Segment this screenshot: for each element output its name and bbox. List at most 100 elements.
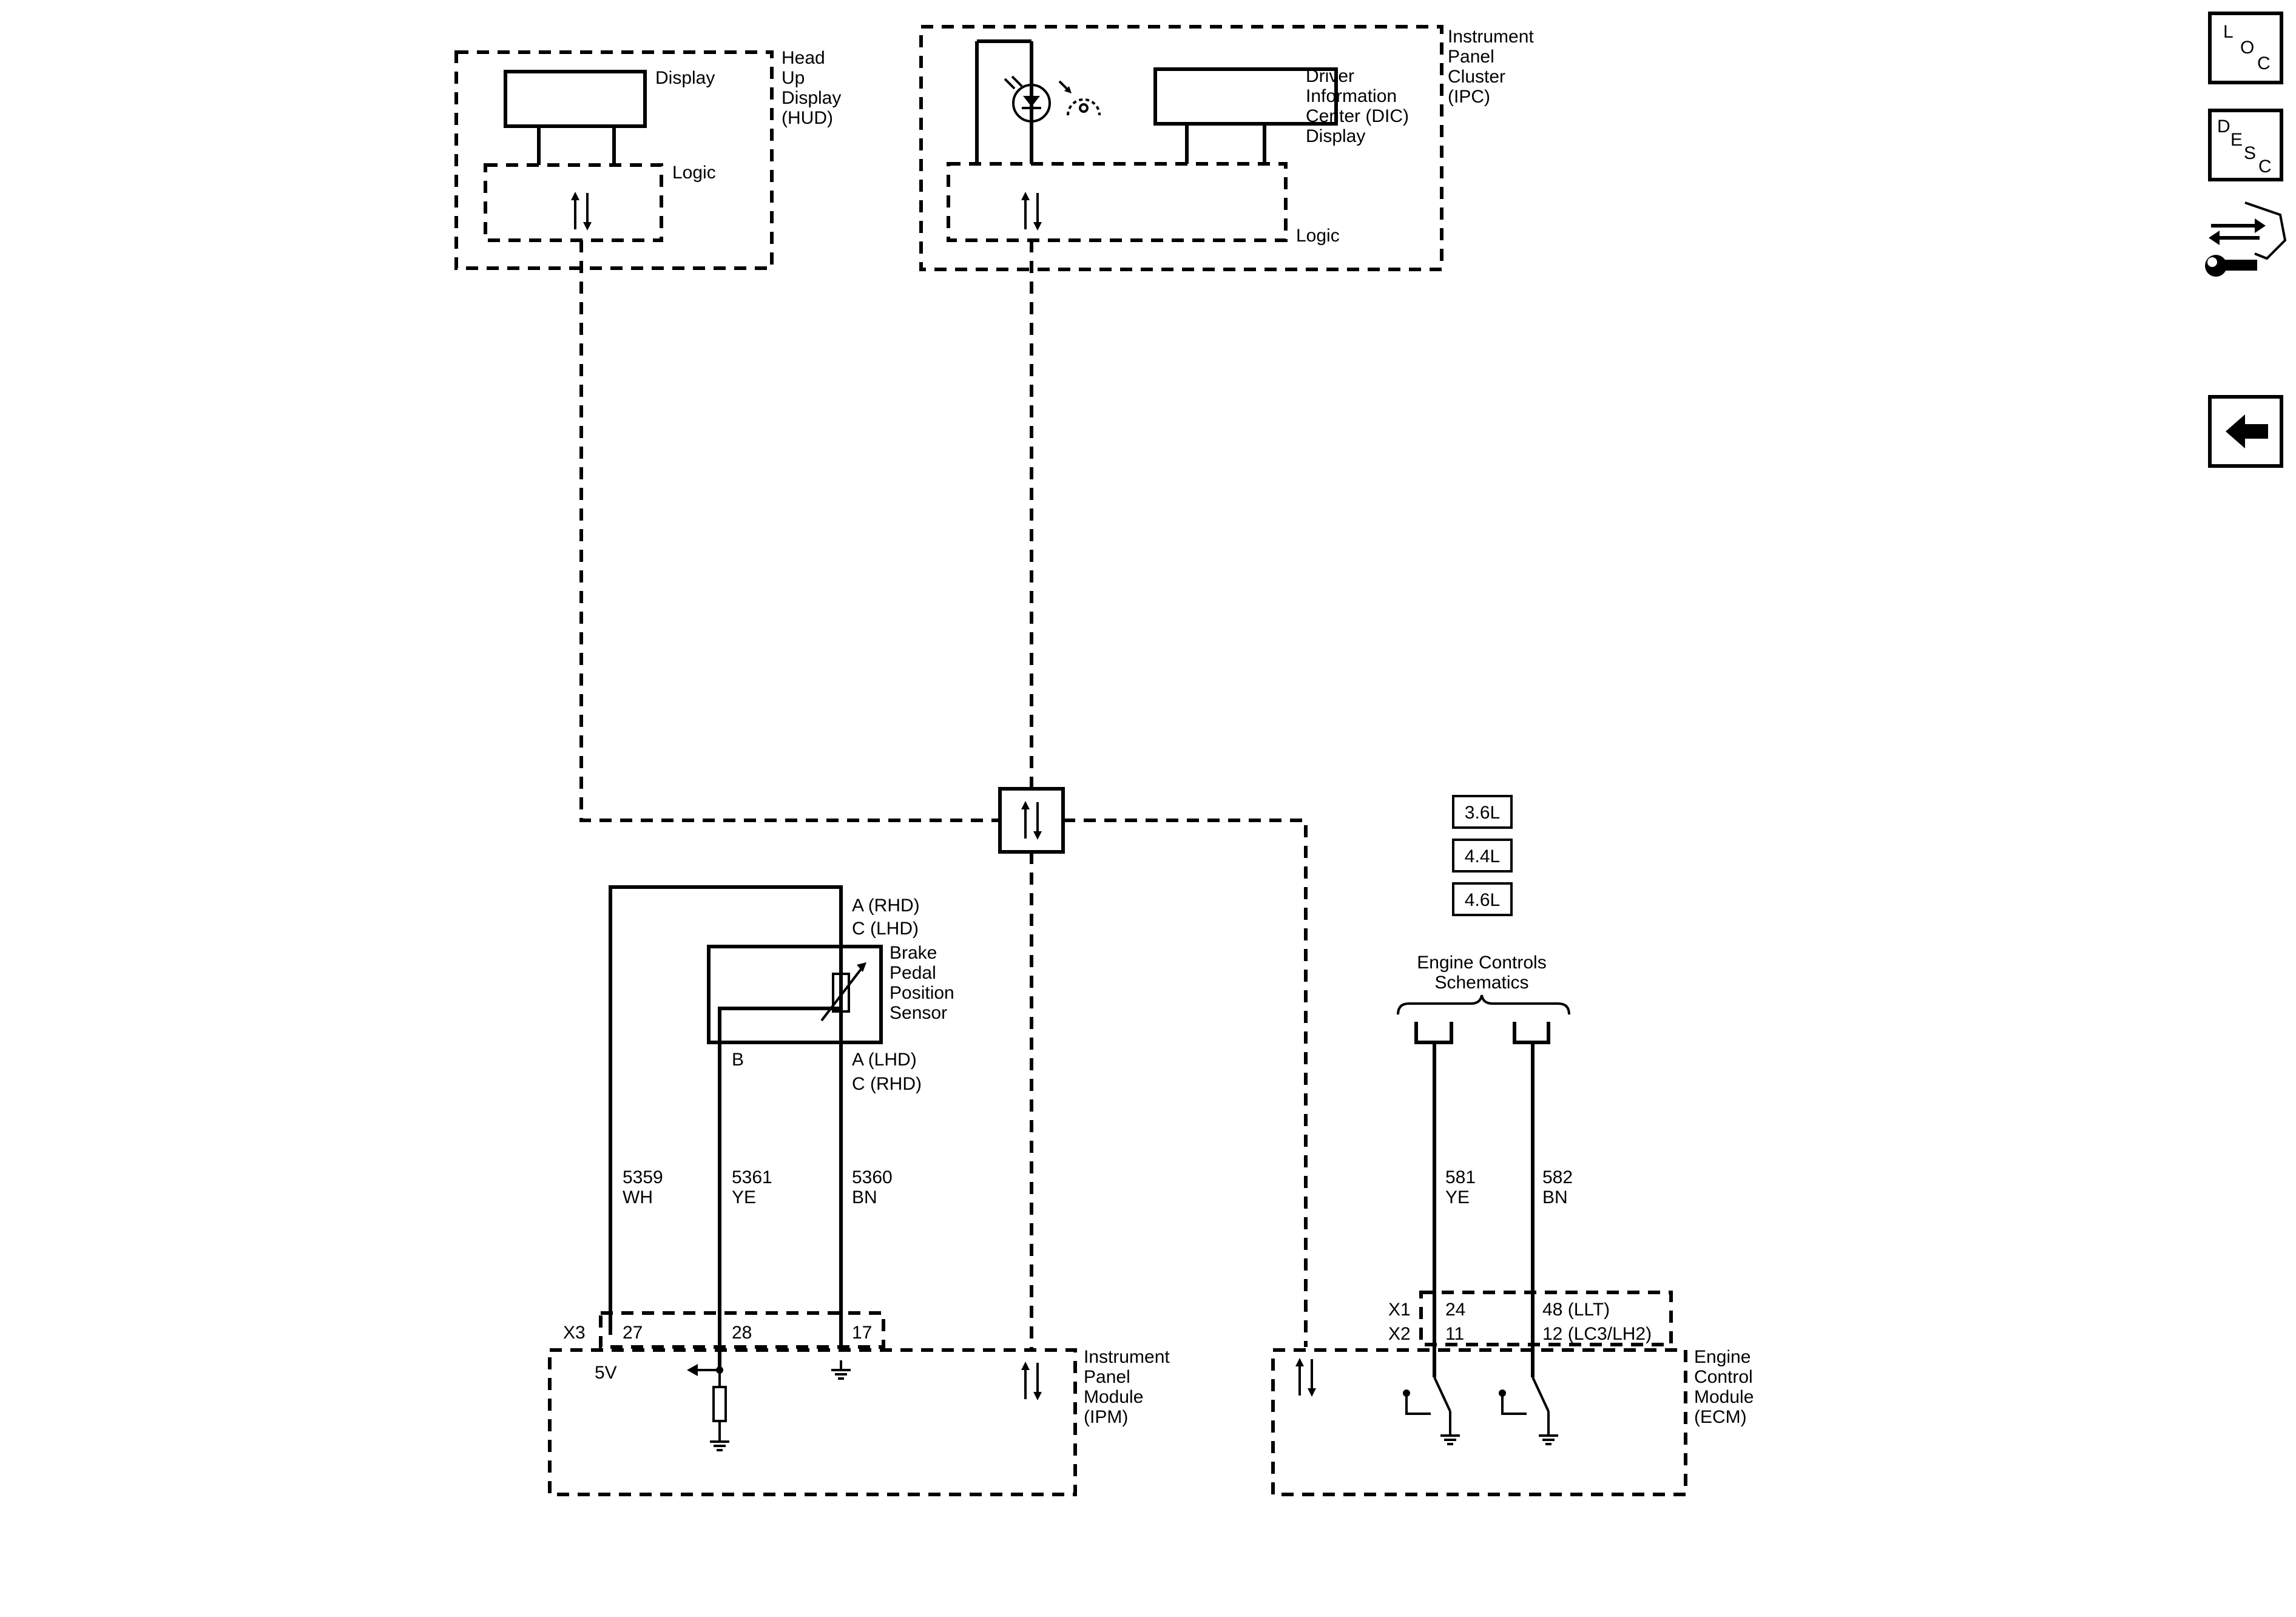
x3-connector-box: [599, 1311, 885, 1349]
hud-serial-data-icon: [570, 191, 593, 232]
ipc-logic-box: [947, 162, 1288, 242]
desc-letter: C: [2258, 157, 2272, 177]
loc-button[interactable]: L O C: [2208, 12, 2283, 84]
engine-badge-label: 4.4L: [1465, 846, 1500, 866]
brake-pedal-position-sensor: A (RHD) C (LHD) Brake Pedal Position Sen…: [609, 885, 954, 1370]
engine-option-badges: 3.6L 4.4L 4.6L: [1452, 795, 1513, 916]
ecm-pin: 11: [1445, 1324, 1464, 1344]
dic-label-2: Information: [1306, 86, 1397, 106]
ipc-title-3: Cluster: [1448, 67, 1505, 87]
ipm-pin-27: 27: [623, 1323, 643, 1343]
engine-controls-reference[interactable]: Engine Controls Schematics: [1397, 953, 1570, 1044]
ipm-title-1: Instrument: [1084, 1347, 1170, 1367]
sensor-label-1: Brake: [890, 943, 937, 963]
ecm-title-3: Module: [1694, 1387, 1754, 1407]
serial-data-splice-icon: [1020, 800, 1043, 841]
ipm-pin-17: 17: [852, 1323, 872, 1343]
ecm-connector-box: [1419, 1291, 1673, 1346]
ground-icon: [830, 1359, 852, 1380]
sensor-label-2: Pedal: [890, 963, 936, 983]
connector-repair-icon[interactable]: [2205, 201, 2287, 277]
ref-connector-581: [1414, 1022, 1453, 1044]
wire-label-circuit: 5359: [623, 1167, 663, 1187]
serial-data-bus: [579, 240, 1308, 1350]
loc-letter: L: [2223, 22, 2234, 42]
pull-down-resistor-icon: [712, 1386, 727, 1422]
engine-badge: [1452, 839, 1513, 873]
wire-label-circuit: 581: [1445, 1167, 1476, 1187]
sensor-pin-top-1: A (RHD): [852, 896, 920, 916]
wire-label-color: BN: [852, 1187, 877, 1207]
sensor-pin-top-2: C (LHD): [852, 919, 919, 939]
low-side-driver-581: [1403, 1377, 1461, 1445]
sensor-pin-bottom-2: C (RHD): [852, 1074, 922, 1094]
sensor-pin-b: B: [732, 1050, 744, 1070]
desc-letter: E: [2230, 130, 2243, 150]
ground-icon: [709, 1431, 731, 1451]
wire-labels: 5359 WH 5361 YE 5360 BN 581 YE 582 BN: [623, 1167, 1573, 1207]
back-button[interactable]: [2208, 395, 2283, 468]
engine-badge: [1452, 795, 1513, 829]
indicator-lamp-icon: [1004, 75, 1051, 123]
loc-button-frame[interactable]: [2208, 12, 2283, 84]
wire-label-color: YE: [732, 1187, 756, 1207]
ecm-boundary: [1271, 1348, 1687, 1496]
hud-display-label: Display: [655, 68, 715, 88]
serial-data-splice-box: [998, 787, 1065, 854]
desc-letter: D: [2217, 116, 2230, 137]
sensor-body: [707, 945, 883, 1044]
sensor-label-3: Position: [890, 983, 954, 1003]
signal-input-arrow-icon: [687, 1364, 698, 1376]
ipm-connector-label: X3: [563, 1323, 586, 1343]
hud-logic-label: Logic: [672, 163, 716, 183]
ipm-module: X3 27 28 17 5V Instrument Panel Module (…: [548, 1311, 1170, 1496]
wire-label-circuit: 582: [1542, 1167, 1573, 1187]
ecm-title-1: Engine: [1694, 1347, 1751, 1367]
desc-letter: S: [2244, 143, 2256, 163]
hud-module: Display Logic Head Up Display (HUD): [454, 48, 841, 270]
gauge-icon: [1058, 80, 1101, 116]
ipm-boundary: [548, 1348, 1077, 1496]
ground-icon: [1538, 1425, 1559, 1445]
dic-label-1: Driver: [1306, 66, 1354, 86]
desc-button-frame[interactable]: [2208, 109, 2283, 181]
wire-label-color: WH: [623, 1187, 653, 1207]
wire-label-circuit: 5360: [852, 1167, 893, 1187]
ipc-logic-label: Logic: [1296, 226, 1340, 246]
engine-badge-label: 3.6L: [1465, 803, 1500, 823]
ecm-connector-x2: X2: [1388, 1324, 1411, 1344]
engine-controls-ref-2[interactable]: Schematics: [1434, 973, 1528, 993]
ecm-module: X1 X2 24 11 48 (LLT) 12 (LC3/LH2) Engine…: [1271, 1291, 1754, 1496]
hud-title-4: (HUD): [782, 108, 833, 128]
hud-title-2: Up: [782, 68, 805, 88]
ground-icon: [1439, 1425, 1461, 1445]
hud-logic-box: [484, 163, 663, 242]
sensor-label-4: Sensor: [890, 1003, 947, 1023]
ipm-serial-data-icon: [1020, 1360, 1043, 1402]
dic-label-3: Center (DIC): [1306, 106, 1409, 126]
ipm-title-2: Panel: [1084, 1367, 1130, 1387]
hud-title-3: Display: [782, 88, 841, 108]
desc-button[interactable]: D E S C: [2208, 109, 2283, 181]
ecm-title-4: (ECM): [1694, 1407, 1747, 1427]
ecm-connector-x1: X1: [1388, 1300, 1411, 1320]
dic-display-box: [1153, 67, 1338, 126]
ipm-title-3: Module: [1084, 1387, 1143, 1407]
wire-label-circuit: 5361: [732, 1167, 772, 1187]
hud-display-box: [504, 70, 647, 128]
ecm-pin: 48 (LLT): [1542, 1300, 1610, 1320]
ipc-title-4: (IPC): [1448, 87, 1490, 107]
potentiometer-icon: [832, 973, 850, 1013]
loc-letter: O: [2240, 38, 2254, 58]
ipm-pin-28: 28: [732, 1323, 752, 1343]
ipc-title-2: Panel: [1448, 47, 1494, 67]
sensor-pin-bottom-1: A (LHD): [852, 1050, 917, 1070]
loc-letter: C: [2257, 53, 2271, 73]
low-side-driver-582: [1499, 1377, 1559, 1445]
wire-label-color: YE: [1445, 1187, 1470, 1207]
engine-controls-ref-1[interactable]: Engine Controls: [1417, 953, 1546, 973]
ecm-pin: 24: [1445, 1300, 1465, 1320]
hud-title-1: Head: [782, 48, 825, 68]
wire-label-color: BN: [1542, 1187, 1568, 1207]
